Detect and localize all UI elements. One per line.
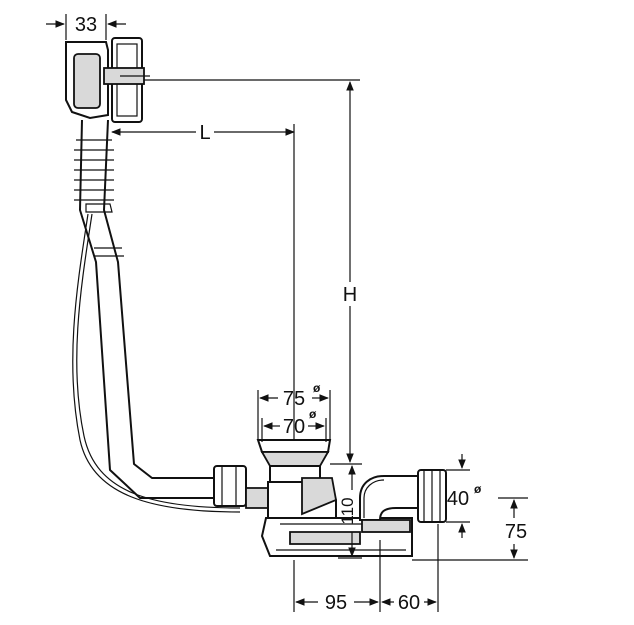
dimension-H (144, 79, 362, 465)
dimension-40-label: 40 (447, 488, 469, 510)
dimension-110 (338, 465, 362, 559)
dimension-95-label: 95 (325, 592, 347, 614)
overflow-tube (72, 119, 241, 513)
dimension-L (111, 124, 295, 440)
dimension-75-diameter (257, 390, 331, 440)
dimension-33 (46, 14, 126, 40)
dimension-75-height-label: 75 (505, 521, 527, 543)
dimension-75-diameter-symbol: ø (313, 381, 321, 395)
dimension-95-60 (293, 524, 439, 612)
dimension-H-label: H (343, 284, 357, 306)
dimension-75-label: 75 (283, 388, 305, 410)
dimension-60-label: 60 (398, 592, 420, 614)
dimension-70-diameter (261, 418, 327, 442)
dimension-40-diameter-symbol: ø (474, 482, 482, 496)
overflow-head (65, 37, 150, 123)
dimension-75-height (412, 497, 528, 561)
dimension-110-label: 110 (338, 497, 357, 524)
drain-body (213, 439, 447, 557)
dimension-70-label: 70 (283, 416, 305, 438)
dimension-L-label: L (199, 122, 210, 144)
dimension-33-label: 33 (75, 14, 97, 36)
dimension-70-diameter-symbol: ø (309, 407, 317, 421)
dimension-40-diameter (446, 454, 470, 538)
